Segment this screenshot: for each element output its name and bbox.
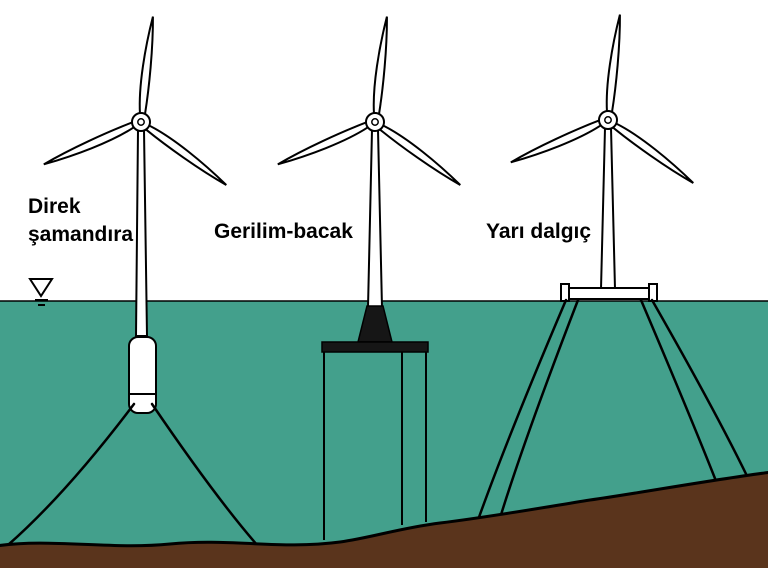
water-level-symbol [28, 278, 54, 306]
semisub-platform [561, 287, 657, 300]
label-spar-line1: Direk [28, 195, 81, 218]
spar-turbine-tower [134, 129, 149, 337]
semisub-platform-left-cap [560, 283, 570, 302]
semisub-mooring-right-outer [650, 298, 750, 480]
semisub-mooring-left-outer [476, 298, 568, 522]
spar-mooring-line-left [6, 402, 136, 547]
spar-mooring-line-right [150, 402, 260, 548]
semisub-mooring-left-inner [498, 298, 580, 520]
tlp-arms [321, 341, 429, 353]
label-semi-submersible: Yarı dalgıç [486, 220, 591, 243]
label-tension-leg: Gerilim-bacak [214, 220, 353, 243]
spar-cylinder [128, 336, 157, 414]
semisub-platform-right-cap [648, 283, 658, 302]
seabed [0, 471, 768, 568]
water-level-triangle-icon [28, 278, 54, 298]
label-spar-line2: şamandıra [28, 223, 133, 246]
semi-submersible-turbine [476, 13, 750, 522]
spar-buoy-turbine [6, 15, 260, 548]
tension-leg-turbine [275, 15, 464, 540]
semisub-mooring-right-inner [639, 298, 718, 483]
